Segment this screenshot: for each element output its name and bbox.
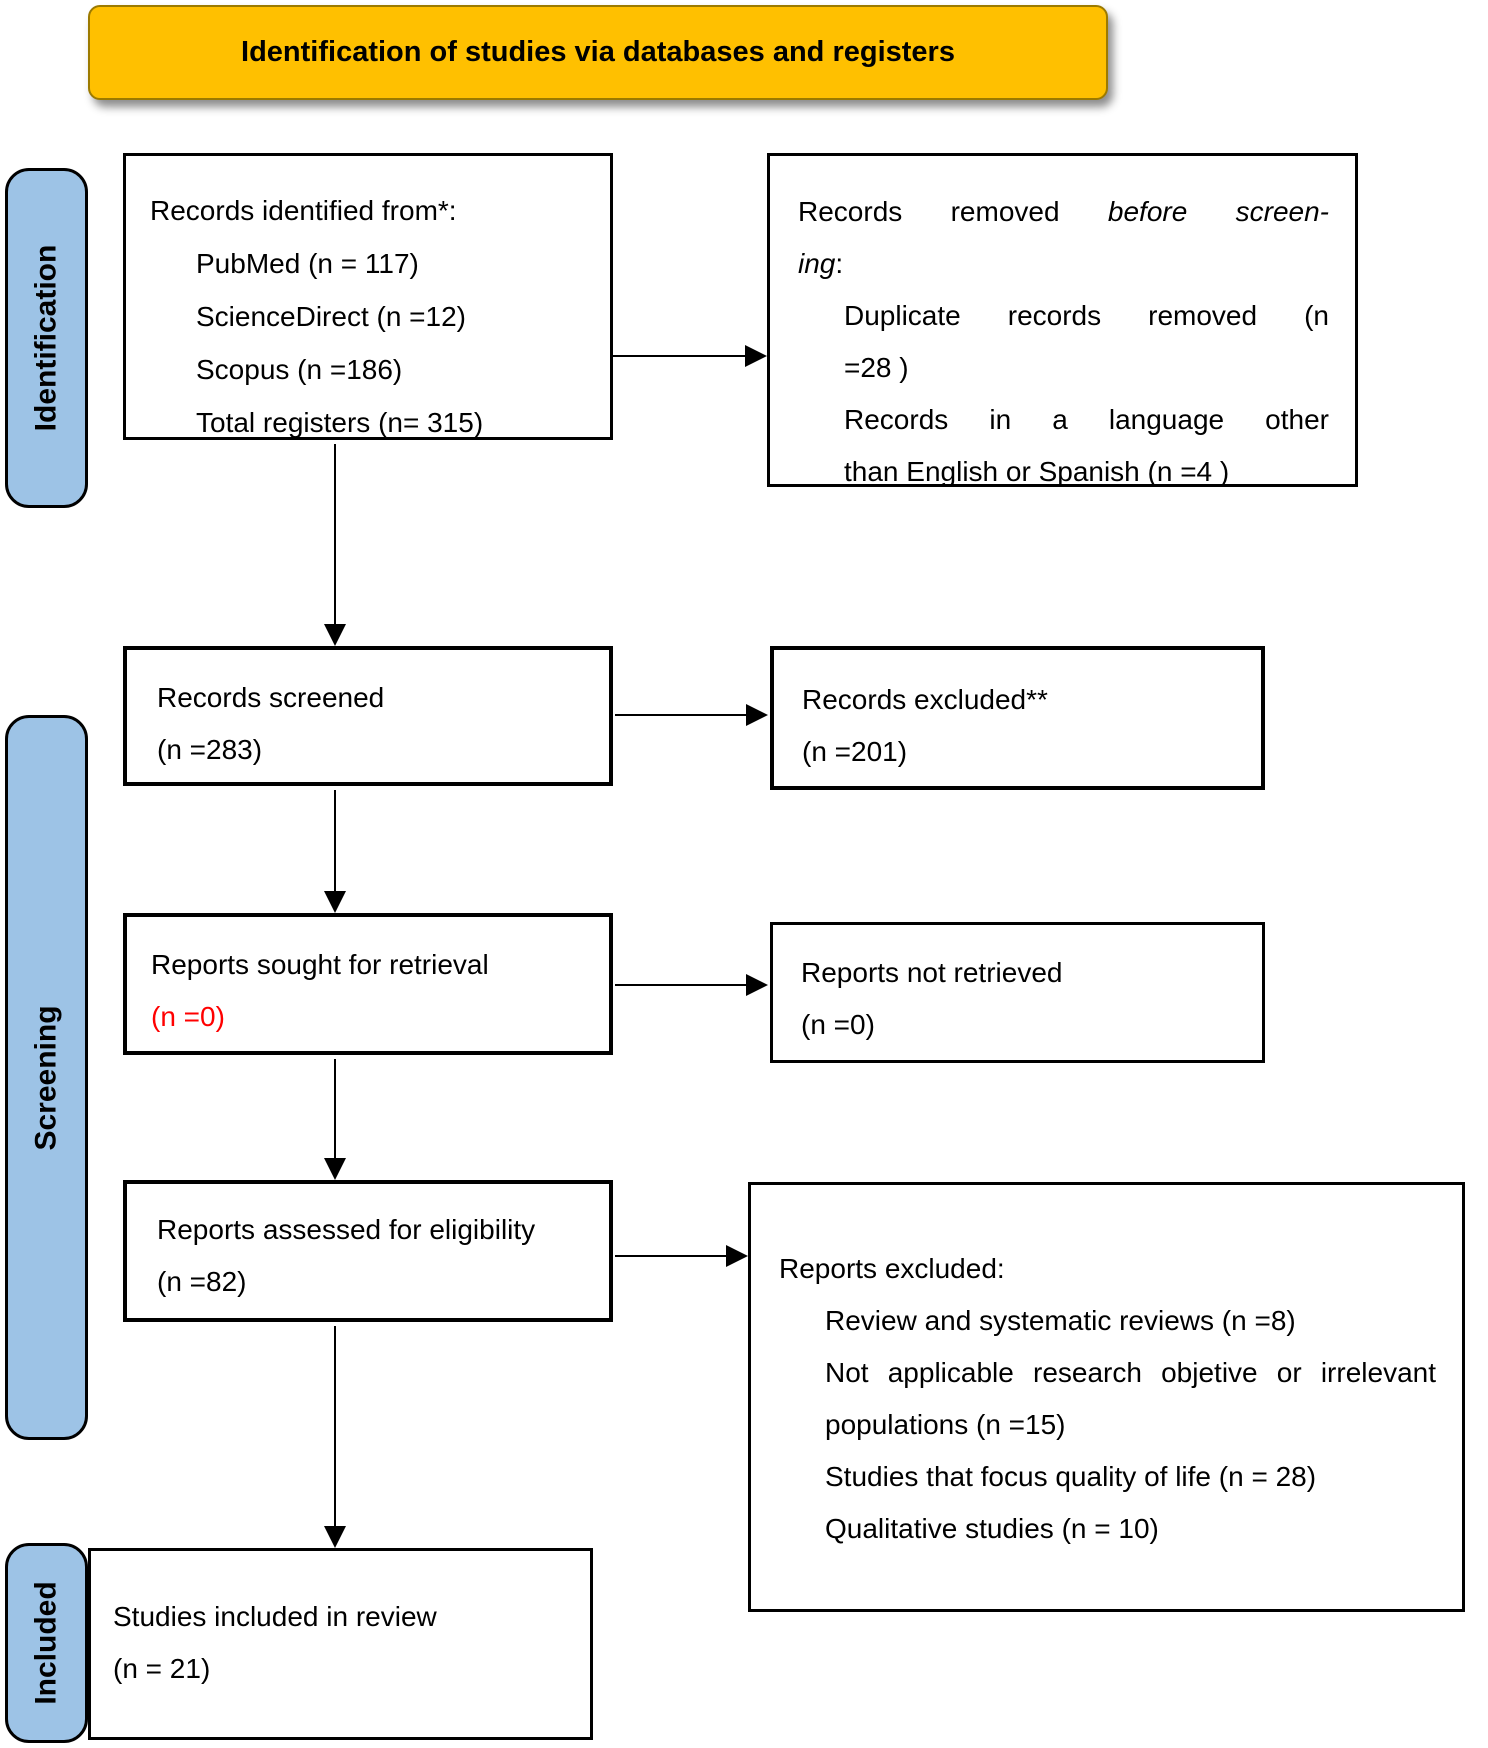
- box-line: Records screened: [157, 682, 385, 713]
- arrow-screened-to-excluded: [615, 704, 768, 726]
- box-line: =28 ): [844, 352, 909, 383]
- arrow-identified-to-removed: [613, 345, 767, 367]
- box-line: ing:: [798, 238, 1329, 290]
- stage-label-included: Included: [29, 1581, 63, 1705]
- arrow-identified-to-screened: [324, 444, 346, 646]
- box-reports-sought: Reports sought for retrieval (n =0): [123, 913, 613, 1055]
- box-line: (n =283): [157, 734, 263, 765]
- box-line: Reports sought for retrieval: [151, 949, 489, 980]
- arrow-assessed-to-reports-excluded: [615, 1245, 748, 1267]
- text-normal: :: [835, 248, 844, 279]
- box-line: Studies that focus quality of life (n = …: [825, 1461, 1317, 1492]
- box-line: Duplicate records removed (n: [844, 300, 1329, 331]
- box-line: Records excluded**: [802, 684, 1048, 715]
- box-line: Qualitative studies (n = 10): [825, 1513, 1159, 1544]
- stage-label-identification: Identification: [29, 244, 63, 432]
- box-line: Reports assessed for eligibility: [157, 1214, 536, 1245]
- arrow-screened-to-sought: [324, 790, 346, 913]
- box-line: (n =0): [801, 1009, 875, 1040]
- box-line: populations (n =15): [825, 1409, 1066, 1440]
- box-line: PubMed (n = 117): [196, 248, 419, 279]
- box-reports-excluded: Reports excluded: Review and systematic …: [748, 1182, 1465, 1612]
- text-italic: before screen-: [1107, 196, 1329, 227]
- text-italic: ing: [798, 248, 836, 279]
- box-line: Reports not retrieved: [801, 957, 1063, 988]
- box-line: Review and systematic reviews (n =8): [825, 1305, 1296, 1336]
- box-reports-not-retrieved: Reports not retrieved (n =0): [770, 922, 1265, 1063]
- box-line-red: (n =0): [151, 1001, 225, 1032]
- box-records-screened: Records screened (n =283): [123, 646, 613, 786]
- stage-label-screening: Screening: [29, 1004, 63, 1151]
- arrow-sought-to-not-retrieved: [615, 974, 768, 996]
- banner: Identification of studies via databases …: [88, 5, 1108, 100]
- box-records-excluded: Records excluded** (n =201): [770, 646, 1265, 790]
- banner-title: Identification of studies via databases …: [241, 36, 955, 68]
- arrow-assessed-to-included: [324, 1326, 346, 1548]
- box-title: Records identified from*:: [150, 195, 457, 226]
- box-title: Reports excluded:: [779, 1253, 1005, 1284]
- stage-tab-identification: Identification: [5, 168, 88, 508]
- arrow-sought-to-assessed: [324, 1059, 346, 1180]
- box-line: ScienceDirect (n =12): [196, 301, 467, 332]
- stage-tab-included: Included: [5, 1543, 88, 1743]
- box-line: Records removed before screen-: [798, 186, 1329, 238]
- box-line: than English or Spanish (n =4 ): [844, 456, 1230, 487]
- box-line: (n = 21): [113, 1653, 211, 1684]
- box-line: (n =201): [802, 736, 908, 767]
- box-records-removed: Records removed before screen- ing: Dupl…: [767, 153, 1358, 487]
- box-studies-included: Studies included in review (n = 21): [88, 1548, 593, 1740]
- box-line: Scopus (n =186): [196, 354, 403, 385]
- box-line: Total registers (n= 315): [196, 407, 484, 438]
- stage-tab-screening: Screening: [5, 715, 88, 1440]
- box-line: Not applicable research objetive or irre…: [825, 1357, 1436, 1388]
- box-line: Records in a language other: [844, 404, 1329, 435]
- text-normal: Records removed: [798, 196, 1060, 227]
- box-line: Studies included in review: [113, 1601, 437, 1632]
- box-records-identified: Records identified from*: PubMed (n = 11…: [123, 153, 613, 440]
- box-line: (n =82): [157, 1266, 247, 1297]
- box-reports-assessed: Reports assessed for eligibility (n =82): [123, 1180, 613, 1322]
